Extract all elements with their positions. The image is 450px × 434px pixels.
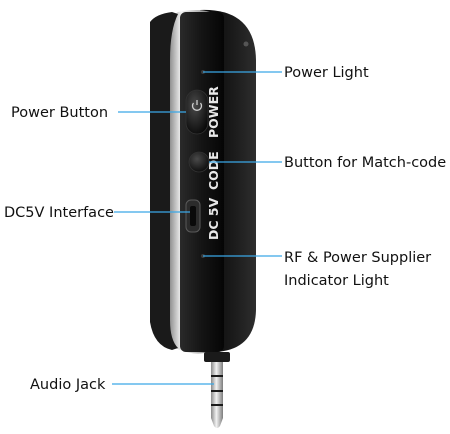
audio-jack-plug <box>211 362 223 428</box>
transmitter-device: POWER CODE DC 5V <box>150 9 256 428</box>
device-label-power: POWER <box>206 86 221 138</box>
callout-labels: Power Light Power Button Button for Matc… <box>4 65 446 393</box>
callout-match-code: Button for Match-code <box>284 155 446 171</box>
lanyard-hole <box>243 41 249 47</box>
leader-lines <box>112 71 282 385</box>
device-label-dc: DC 5V <box>206 197 221 240</box>
jack-collar <box>204 352 230 362</box>
device-front-face <box>150 12 178 350</box>
callout-power-light: Power Light <box>284 65 369 81</box>
callout-dc-interface: DC5V Interface <box>4 205 114 221</box>
power-button[interactable] <box>185 89 209 135</box>
callout-power-button: Power Button <box>11 105 108 121</box>
power-symbol-icon <box>191 100 203 111</box>
device-label-code: CODE <box>206 151 221 190</box>
callout-rf-indicator-line1: RF & Power Supplier <box>284 250 431 266</box>
callout-rf-indicator-line2: Indicator Light <box>284 273 389 289</box>
callout-audio-jack: Audio Jack <box>30 377 106 393</box>
